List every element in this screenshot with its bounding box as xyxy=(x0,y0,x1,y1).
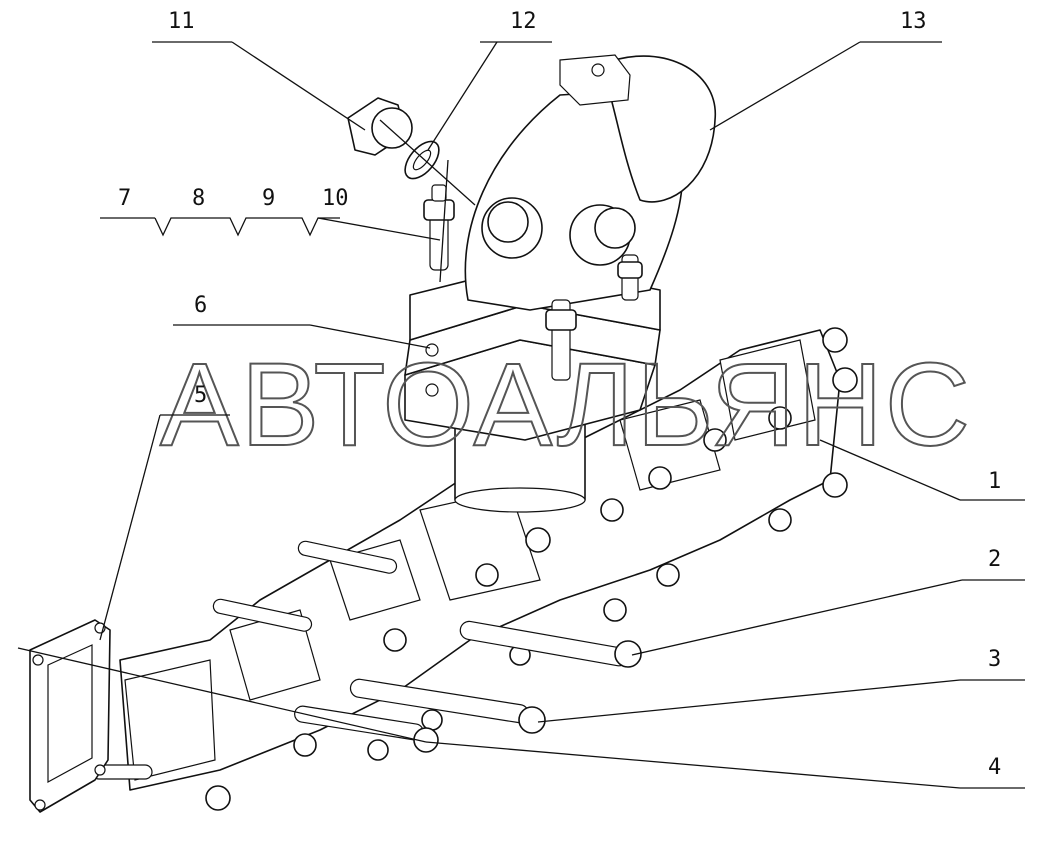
long-bolts xyxy=(294,620,642,753)
leader-lines xyxy=(17,41,1025,789)
callout-labels: 11 12 13 7 8 9 10 6 5 1 2 3 4 xyxy=(118,9,1001,780)
label-9: 9 xyxy=(262,186,275,211)
elbow-plugs xyxy=(481,197,636,266)
stud-assembly xyxy=(423,159,455,283)
label-13: 13 xyxy=(900,9,927,34)
exhaust-manifold xyxy=(119,329,841,791)
flange-studs xyxy=(545,254,643,381)
label-3: 3 xyxy=(988,647,1001,672)
label-4: 4 xyxy=(988,755,1001,780)
label-11: 11 xyxy=(168,9,195,34)
label-8: 8 xyxy=(192,186,205,211)
label-5: 5 xyxy=(194,383,207,408)
manifold-gasket xyxy=(29,619,111,813)
label-2: 2 xyxy=(988,547,1001,572)
label-6: 6 xyxy=(194,293,207,318)
watermark-text: АВТОАЛЬЯНС xyxy=(160,339,972,471)
label-7: 7 xyxy=(118,186,131,211)
plug-and-washer xyxy=(347,97,476,206)
manifold-bolts xyxy=(91,327,858,811)
label-1: 1 xyxy=(988,469,1001,494)
elbow-housing xyxy=(409,54,716,341)
label-10: 10 xyxy=(322,186,349,211)
label-12: 12 xyxy=(510,9,537,34)
